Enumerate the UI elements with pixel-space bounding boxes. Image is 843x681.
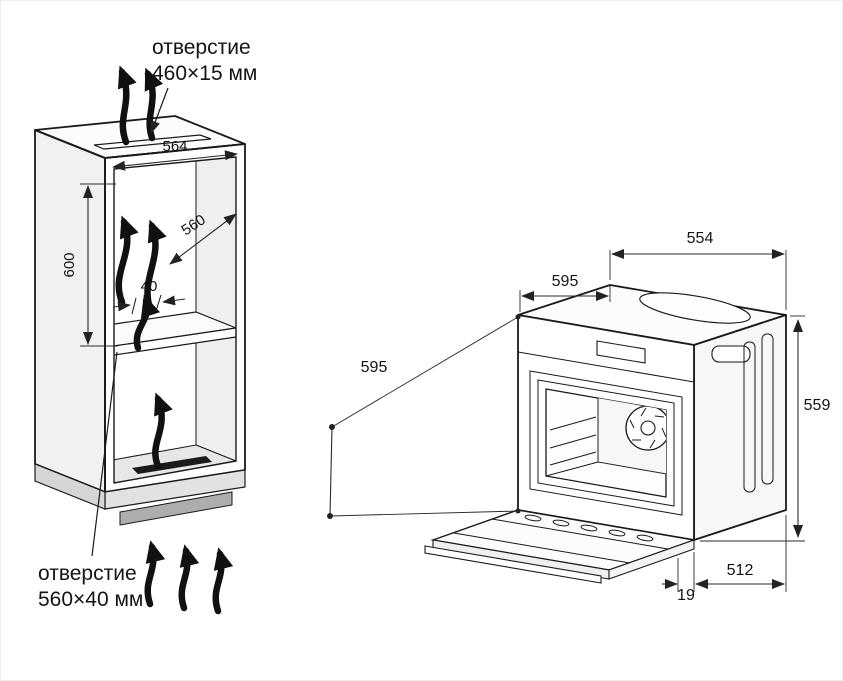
airflow-arrow-under-2 — [178, 544, 200, 612]
rack-rail — [549, 434, 597, 449]
oven-drawing: 554 595 595 559 — [327, 230, 830, 604]
cavity-mid-frame — [537, 379, 675, 507]
oven-top-depth-dimension: 595 — [519, 273, 611, 312]
door-handle — [424, 545, 602, 584]
oven-door-offset-value: 19 — [677, 587, 695, 604]
cabinet-height-dimension: 600 — [61, 183, 118, 347]
shelf-gap-dimension: 40 — [112, 278, 186, 312]
cabinet-height-value: 600 — [61, 252, 78, 277]
cavity-outer-frame — [529, 370, 683, 516]
top-vent-label-line1: отверстие — [152, 36, 251, 59]
oven-bottom-depth-value: 512 — [727, 562, 754, 579]
oven-front-height-dimension: 595 — [327, 314, 521, 519]
door-glass-line — [491, 518, 669, 550]
door-glass-line — [453, 532, 631, 564]
plinth-feet — [119, 491, 233, 526]
airflow-arrow-under-1 — [144, 540, 166, 608]
door-vent-slots — [524, 514, 654, 542]
door-end — [608, 539, 695, 580]
control-panel-bottom-edge — [517, 351, 695, 383]
shelf-gap-value: 40 — [141, 278, 158, 295]
oven-top-cutout — [639, 292, 751, 324]
fan-icon — [625, 405, 666, 451]
airflow-arrow-under-3 — [212, 547, 234, 615]
airflow-arrow-shelf-gap — [133, 294, 161, 352]
oven-side-height-value: 559 — [804, 397, 831, 414]
floor-vent-slot — [132, 456, 212, 474]
side-plate — [711, 345, 751, 363]
cabinet-top-vent-slot — [93, 134, 212, 150]
display — [596, 340, 646, 364]
bottom-vent-label-line1: отверстие — [38, 562, 137, 585]
top-vent-label-line2: 460×15 мм — [152, 62, 257, 85]
airflow-arrow-upper-1 — [115, 215, 139, 306]
side-vent-slot-2 — [761, 333, 774, 485]
shelf-front-edge — [114, 327, 236, 356]
bottom-vent-leader-line — [91, 351, 118, 557]
top-vent-leader-line — [150, 87, 169, 134]
oven-top-depth-value: 595 — [552, 273, 579, 290]
rack-rail — [549, 451, 597, 466]
side-vent-slot-1 — [743, 341, 756, 493]
oven-door-open — [424, 509, 697, 584]
cabinet-width-dimension: 564 — [112, 138, 238, 171]
gap-extension-line — [131, 297, 137, 315]
airflow-arrow-top-out-2 — [144, 67, 164, 142]
cabinet-drawing: 564 600 560 40 отверстие 460×15 мм отвер… — [34, 36, 257, 615]
oven-bottom-depth-dimension: 512 19 — [662, 515, 787, 604]
bottom-vent-label-line2: 560×40 мм — [38, 588, 143, 611]
oven-front-height-value: 595 — [361, 359, 388, 376]
airflow-arrow-lower — [152, 392, 173, 470]
plinth-side — [34, 463, 106, 510]
oven-top-width-dimension: 554 — [609, 230, 787, 310]
oven-top-width-value: 554 — [687, 230, 714, 247]
oven-side-height-dimension: 559 — [700, 315, 831, 542]
interior-right-wall — [195, 157, 236, 462]
airflow-arrow-top-out-1 — [117, 65, 137, 146]
rack-rail — [549, 416, 597, 431]
cabinet-width-value: 564 — [162, 138, 187, 155]
